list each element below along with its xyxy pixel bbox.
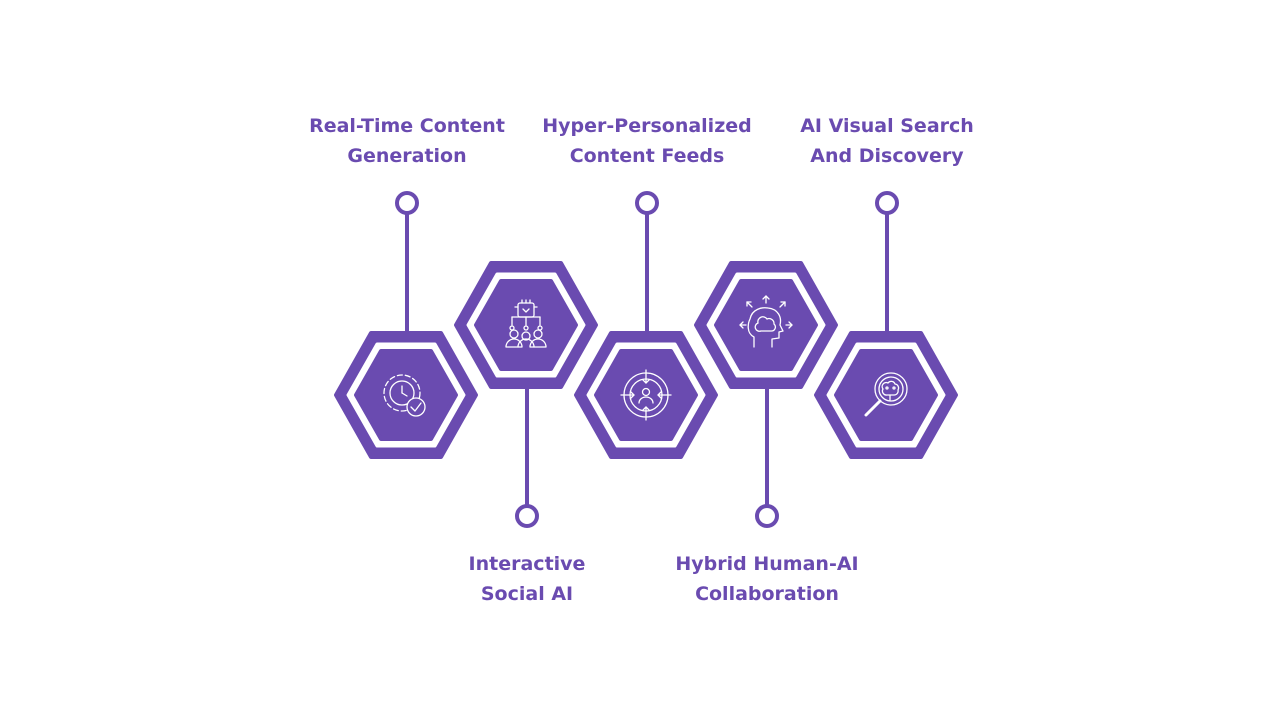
step-2-title-line-2: Social AI bbox=[480, 583, 574, 605]
head-brain-arrows-icon bbox=[739, 295, 793, 348]
magnifier-brain-icon bbox=[864, 372, 908, 417]
step-3-title-line-2: Content Feeds bbox=[569, 145, 725, 167]
step-3-title-line-1: Hyper-Personalized bbox=[542, 115, 752, 137]
hexagon-2 bbox=[454, 261, 598, 389]
step-2-label: Interactive Social AI bbox=[407, 549, 647, 609]
connector-3 bbox=[635, 191, 659, 334]
hexagon-4 bbox=[694, 261, 838, 389]
step-4-title-line-2: Collaboration bbox=[695, 583, 839, 605]
target-person-icon bbox=[620, 369, 672, 421]
ai-network-people-icon bbox=[505, 299, 547, 348]
gear-clock-check-icon bbox=[383, 374, 426, 417]
step-5-label: AI Visual Search And Discovery bbox=[767, 111, 1007, 171]
connector-1 bbox=[395, 191, 419, 334]
hexagon-3 bbox=[574, 331, 718, 459]
step-4-label: Hybrid Human-AI Collaboration bbox=[647, 549, 887, 609]
step-5-title-line-1: AI Visual Search bbox=[800, 115, 974, 137]
hexagon-5 bbox=[814, 331, 958, 459]
connector-5 bbox=[875, 191, 899, 334]
step-5-title-line-2: And Discovery bbox=[810, 145, 964, 167]
step-2-title-line-1: Interactive bbox=[468, 553, 586, 575]
step-1-title-line-1: Real-Time Content bbox=[309, 115, 505, 137]
step-3-label: Hyper-Personalized Content Feeds bbox=[527, 111, 767, 171]
step-1-label: Real-Time Content Generation bbox=[287, 111, 527, 171]
connector-4 bbox=[755, 386, 779, 528]
step-1-title-line-2: Generation bbox=[347, 145, 467, 167]
step-4-title-line-1: Hybrid Human-AI bbox=[675, 553, 859, 575]
hexagon-1 bbox=[334, 331, 478, 459]
connector-2 bbox=[515, 386, 539, 528]
